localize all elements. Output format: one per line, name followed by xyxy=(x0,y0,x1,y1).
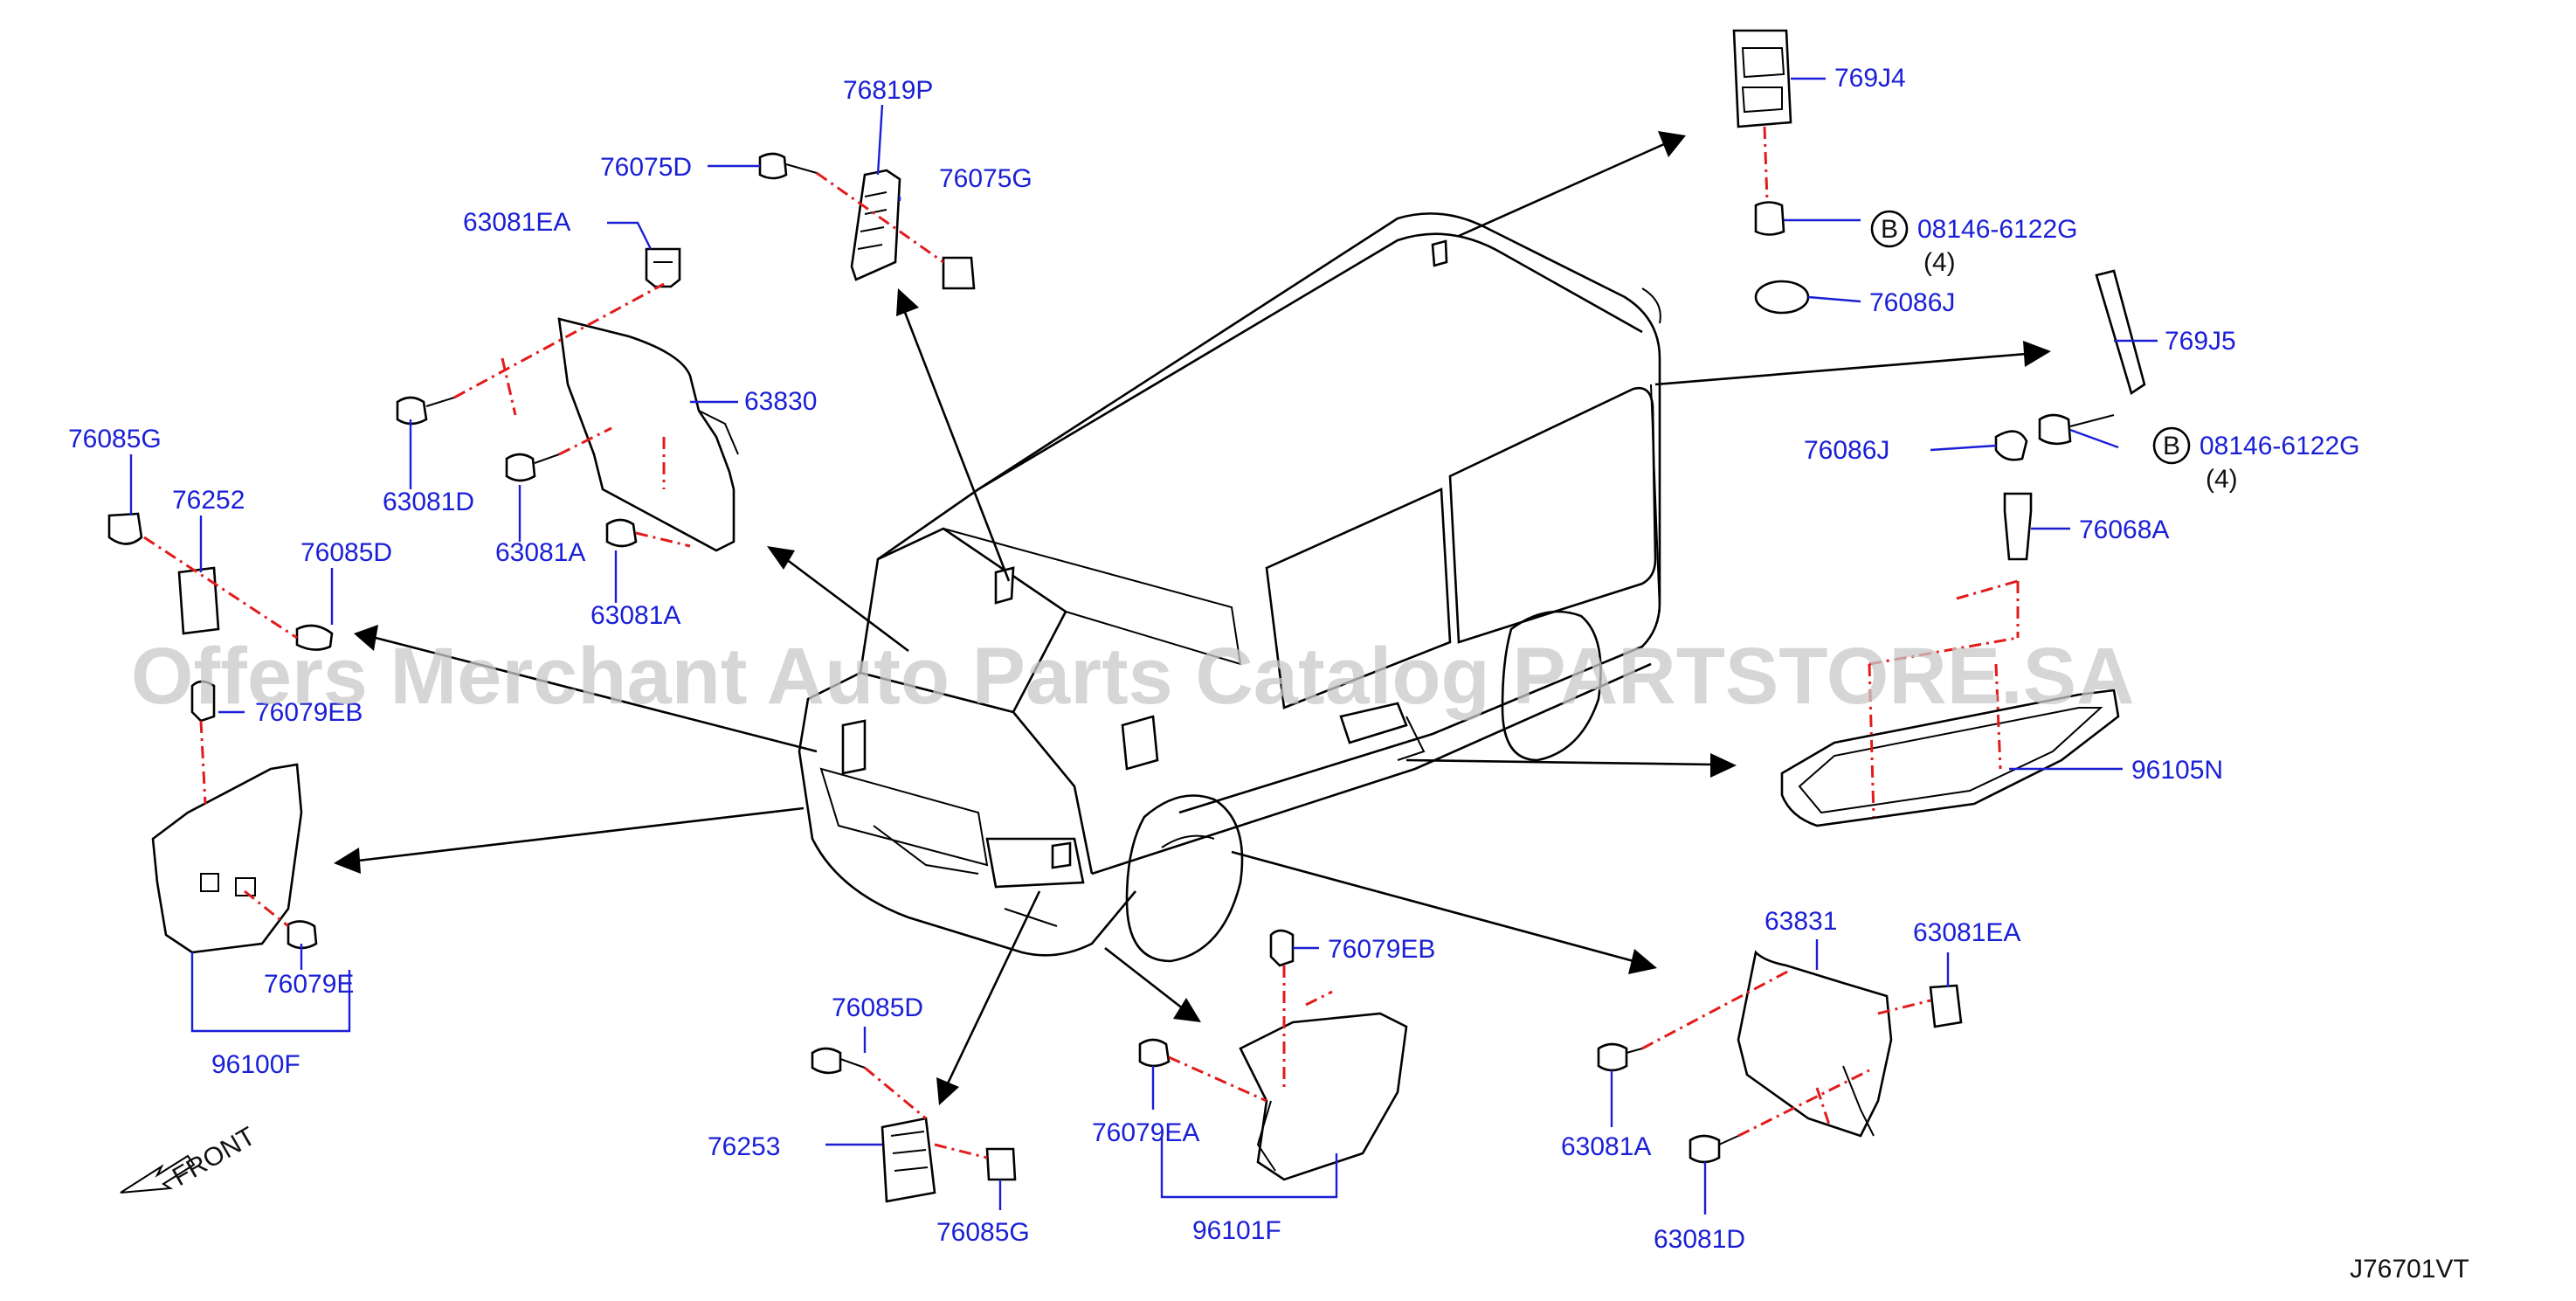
clip-63081EA-right xyxy=(1929,984,1963,1028)
tray-96105N-group xyxy=(1780,579,2120,827)
bolt-code-b: B xyxy=(2163,432,2180,460)
label-76252: 76252 xyxy=(172,486,245,515)
shield-63831-group xyxy=(1597,950,1963,1164)
label-63081D-right: 63081D xyxy=(1654,1225,1745,1254)
clip-76079EB-left xyxy=(190,680,216,723)
label-96105N: 96105N xyxy=(2131,756,2223,785)
bolt-63081A-top2 xyxy=(605,518,638,548)
front-label: FRONT xyxy=(168,1122,260,1192)
bolt-code-circle-b xyxy=(2152,426,2191,465)
label-76068A: 76068A xyxy=(2079,516,2169,544)
nut-76075G xyxy=(942,256,976,290)
label-76819P: 76819P xyxy=(843,76,933,105)
label-76253: 76253 xyxy=(708,1132,780,1161)
bolt-63081A-top1 xyxy=(505,453,536,482)
label-76075G: 76075G xyxy=(939,164,1032,193)
label-63081D-top: 63081D xyxy=(383,488,474,516)
label-76085G-bot: 76085G xyxy=(936,1218,1030,1247)
label-76086J-a: 76086J xyxy=(1869,288,1955,317)
clip-76079E xyxy=(287,920,318,950)
bracket-769J4 xyxy=(1732,29,1792,128)
bolt-63081A-right xyxy=(1597,1042,1628,1072)
label-63831: 63831 xyxy=(1765,907,1837,936)
callout-arrows xyxy=(334,131,2051,1105)
bracket-769J5 xyxy=(2095,269,2146,396)
part-labels: 76819P 76075D 76075G 63081EA 63830 63081… xyxy=(68,64,2469,1284)
label-63081A-top1: 63081A xyxy=(495,538,585,567)
label-769J4: 769J4 xyxy=(1834,64,1906,93)
label-76079EB-bot: 76079EB xyxy=(1328,935,1435,964)
label-63081A-top2: 63081A xyxy=(590,601,680,630)
bracket-76253 xyxy=(881,1117,936,1203)
clip-63081EA-top xyxy=(645,247,681,288)
bolt-63081D-right xyxy=(1689,1134,1721,1164)
label-76079EA: 76079EA xyxy=(1092,1118,1199,1147)
shield-63830-group xyxy=(396,247,739,552)
label-63830: 63830 xyxy=(744,387,817,416)
label-76085D-bot: 76085D xyxy=(832,993,923,1022)
cap-76086J-b xyxy=(1994,430,2028,461)
watermark: Offers Merchant Auto Parts Catalog PARTS… xyxy=(131,632,2135,721)
bolt-08146-b xyxy=(2038,413,2072,446)
label-76079EB-left: 76079EB xyxy=(255,698,363,727)
label-96101F: 96101F xyxy=(1192,1216,1281,1245)
label-769J5: 769J5 xyxy=(2165,327,2236,356)
shield-63831 xyxy=(1737,950,1893,1138)
screw-76085D-left xyxy=(295,624,334,651)
tray-96105N xyxy=(1780,689,2120,827)
plate-76252 xyxy=(177,566,220,635)
nut-76085G-bot xyxy=(985,1147,1017,1181)
bolt-code-circle-a xyxy=(1870,210,1909,248)
cover-96100F xyxy=(151,763,303,954)
leader-lines xyxy=(129,77,2158,1214)
screw-76085D-bot xyxy=(811,1047,842,1075)
shield-63830 xyxy=(557,317,736,552)
label-63081EA-right: 63081EA xyxy=(1913,918,2020,947)
top-right-group xyxy=(1732,29,2146,561)
bolt-08146-a xyxy=(1754,201,1785,236)
van-illustration xyxy=(798,212,1661,963)
qty-a: (4) xyxy=(1923,248,1956,277)
front-arrow-icon xyxy=(120,1154,196,1194)
label-08146-a: 08146-6122G xyxy=(1917,215,2078,244)
left-parts-group xyxy=(107,512,334,954)
bolt-63081D-top xyxy=(396,396,428,426)
screw-76075D xyxy=(758,152,788,180)
label-08146-b: 08146-6122G xyxy=(2200,432,2360,460)
label-76086J-b: 76086J xyxy=(1804,436,1889,465)
clip-76079EA xyxy=(1138,1038,1171,1068)
cap-76086J-a xyxy=(1754,280,1810,315)
clip-76079EB-bot xyxy=(1269,929,1295,967)
bottom-center-group xyxy=(811,929,1408,1203)
bolt-76085G-left xyxy=(107,512,143,545)
bolt-code-a: B xyxy=(1881,215,1898,244)
label-76079E: 76079E xyxy=(264,970,354,999)
qty-b: (4) xyxy=(2206,465,2238,494)
label-63081A-right: 63081A xyxy=(1561,1132,1651,1161)
label-63081EA-top: 63081EA xyxy=(463,208,570,237)
label-76085G-left: 76085G xyxy=(68,425,162,453)
label-96100F: 96100F xyxy=(211,1050,300,1079)
label-76075D: 76075D xyxy=(600,153,692,182)
label-76085D-left: 76085D xyxy=(300,538,392,567)
diagram-id: J76701VT xyxy=(2350,1255,2469,1284)
panel-76819P xyxy=(850,169,901,281)
part-76819P-group xyxy=(758,152,976,290)
bolt-76068A xyxy=(2003,492,2033,561)
